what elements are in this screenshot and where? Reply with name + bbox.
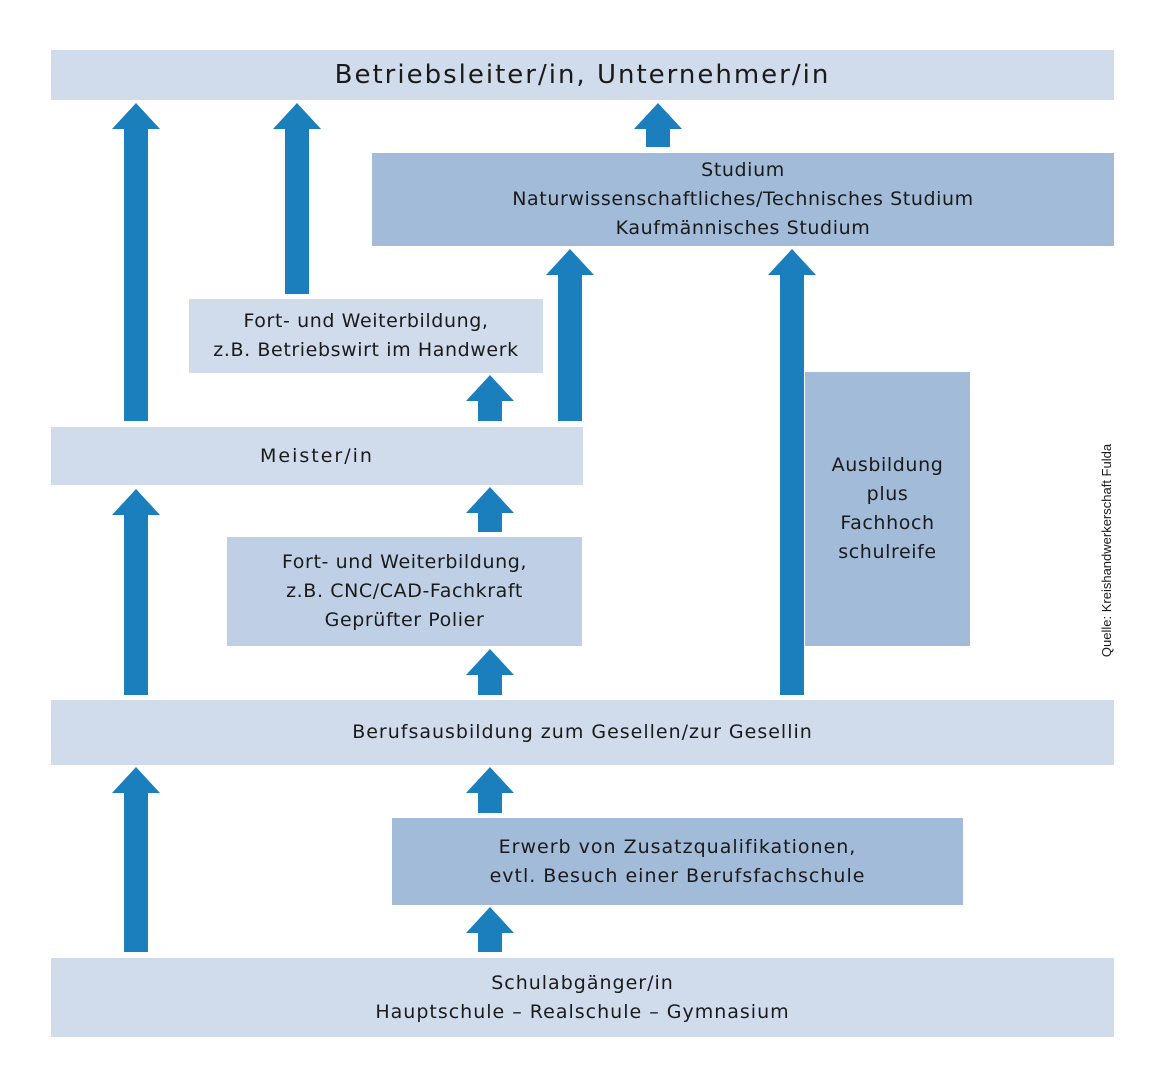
fort-mid-line-1: Fort- und Weiterbildung, <box>281 551 528 573</box>
ausbildung-plus-box: Ausbildung plus Fachhoch schulreife <box>805 372 970 646</box>
arrow-schule-to-geselle-left <box>112 767 160 952</box>
arrow-schule-to-zusatz <box>466 907 514 952</box>
source-note-text: Quelle: Kreishandwerkerschaft Fulda <box>1099 443 1115 657</box>
fort-mid-line-3: Geprüfter Polier <box>324 609 485 631</box>
meister-label: Meister/in <box>260 444 374 467</box>
source-note: Quelle: Kreishandwerkerschaft Fulda <box>1098 430 1116 670</box>
arrow-zusatz-to-geselle <box>466 767 514 813</box>
arrow-meister-to-studium <box>546 249 594 421</box>
schule-line-2: Hauptschule – Realschule – Gymnasium <box>375 1000 790 1023</box>
zusatz-line-2: evtl. Besuch einer Berufsfachschule <box>489 864 866 887</box>
fort-weiterbildung-top-box: Fort- und Weiterbildung, z.B. Betriebswi… <box>189 299 543 373</box>
zusatzqualifikationen-box: Erwerb von Zusatzqualifikationen, evtl. … <box>392 818 963 905</box>
arrow-studium-to-top <box>634 103 682 147</box>
ausbildung-plus-line-1: Ausbildung <box>831 454 944 476</box>
studium-line-3: Kaufmännisches Studium <box>615 217 871 239</box>
ausbildung-plus-line-4: schulreife <box>838 541 937 563</box>
ausbildung-plus-line-3: Fachhoch <box>840 512 935 534</box>
top-goal-box: Betriebsleiter/in, Unternehmer/in <box>51 50 1114 100</box>
zusatz-line-1: Erwerb von Zusatzqualifikationen, <box>498 835 857 858</box>
meister-box: Meister/in <box>51 427 583 485</box>
geselle-label: Berufsausbildung zum Gesellen/zur Gesell… <box>352 721 813 743</box>
studium-box: Studium Naturwissenschaftliches/Technisc… <box>372 153 1114 246</box>
fort-mid-line-2: z.B. CNC/CAD-Fachkraft <box>286 580 523 602</box>
arrow-meister-to-fort-top <box>466 375 514 421</box>
arrow-geselle-to-studium <box>768 249 816 695</box>
fort-top-line-2: z.B. Betriebswirt im Handwerk <box>213 339 519 361</box>
arrow-geselle-to-fort-mid <box>466 649 514 695</box>
fort-top-line-1: Fort- und Weiterbildung, <box>243 310 489 332</box>
top-goal-label: Betriebsleiter/in, Unternehmer/in <box>334 59 831 90</box>
studium-title: Studium <box>701 159 785 181</box>
schule-line-1: Schulabgänger/in <box>491 971 674 994</box>
arrow-geselle-to-meister-left <box>112 489 160 695</box>
ausbildung-plus-line-2: plus <box>866 483 909 505</box>
schulabgaenger-box: Schulabgänger/in Hauptschule – Realschul… <box>51 958 1114 1037</box>
arrow-fort-top-to-top <box>273 103 321 294</box>
arrow-meister-to-top-left <box>112 103 160 421</box>
studium-line-2: Naturwissenschaftliches/Technisches Stud… <box>512 188 974 210</box>
arrow-fort-mid-to-meister <box>466 487 514 532</box>
geselle-box: Berufsausbildung zum Gesellen/zur Gesell… <box>51 700 1114 765</box>
fort-weiterbildung-mid-box: Fort- und Weiterbildung, z.B. CNC/CAD-Fa… <box>227 537 582 646</box>
